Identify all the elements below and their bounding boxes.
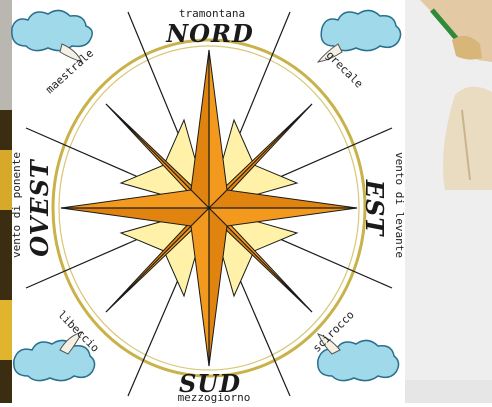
label-nord: NORD <box>165 19 254 48</box>
label-ovest: OVEST <box>25 158 54 257</box>
right-photo-strip <box>405 0 492 403</box>
label-est: EST <box>360 179 389 238</box>
wind-levante: vento di levante <box>393 152 406 258</box>
wind-mezzogiorno: mezzogiorno <box>178 391 251 403</box>
wind-ponente: vento di ponente <box>10 152 23 258</box>
wind-tramontana: tramontana <box>179 7 245 20</box>
